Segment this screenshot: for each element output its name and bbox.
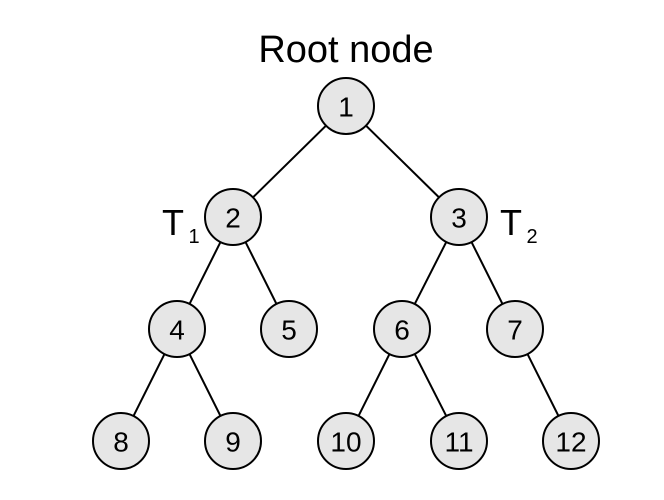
subtree-label-t1-index: 1 (188, 226, 199, 248)
node-label-11: 11 (444, 427, 473, 458)
root-node-title: Root node (258, 29, 433, 71)
node-circle-8 (92, 412, 150, 470)
edge-7-12 (526, 353, 560, 417)
node-circle-12 (542, 412, 600, 470)
node-label-12: 12 (555, 427, 586, 458)
subtree-label-t2-main: T (500, 202, 522, 243)
node-circle-4 (148, 300, 206, 358)
subtree-label-t1-main: T (162, 202, 184, 243)
node-circle-11 (430, 412, 488, 470)
edge-2-5 (244, 241, 278, 305)
subtree-label-t1: T 1 (162, 202, 200, 248)
tree-node-3: 3 (430, 188, 488, 246)
tree-node-1: 1 (317, 77, 375, 135)
edge-6-10 (357, 353, 391, 417)
node-label-3: 3 (451, 203, 467, 234)
node-circle-9 (204, 412, 262, 470)
edge-3-7 (470, 241, 504, 305)
tree-node-8: 8 (92, 412, 150, 470)
node-circle-2 (204, 188, 262, 246)
node-label-1: 1 (338, 92, 354, 123)
node-label-10: 10 (330, 427, 361, 458)
node-label-2: 2 (225, 203, 241, 234)
edge-4-9 (188, 353, 222, 417)
tree-edges (132, 124, 560, 417)
node-circle-6 (373, 300, 431, 358)
node-label-7: 7 (507, 315, 523, 346)
tree-node-11: 11 (430, 412, 488, 470)
node-label-5: 5 (281, 315, 297, 346)
node-circle-1 (317, 77, 375, 135)
node-label-8: 8 (113, 427, 129, 458)
node-label-4: 4 (169, 315, 185, 346)
edge-2-4 (188, 241, 222, 305)
edge-6-11 (413, 353, 448, 417)
node-label-6: 6 (394, 315, 410, 346)
tree-node-6: 6 (373, 300, 431, 358)
subtree-label-t2-index: 2 (526, 226, 537, 248)
tree-node-2: 2 (204, 188, 262, 246)
node-circle-3 (430, 188, 488, 246)
tree-node-12: 12 (542, 412, 600, 470)
node-circle-7 (486, 300, 544, 358)
node-circle-5 (260, 300, 318, 358)
edge-4-8 (132, 353, 166, 417)
subtree-label-t2: T 2 (500, 202, 538, 248)
tree-node-10: 10 (317, 412, 375, 470)
edge-1-3 (365, 124, 440, 199)
node-circle-10 (317, 412, 375, 470)
edge-3-6 (413, 241, 448, 305)
tree-node-5: 5 (260, 300, 318, 358)
tree-node-9: 9 (204, 412, 262, 470)
edge-1-2 (252, 124, 327, 199)
tree-node-7: 7 (486, 300, 544, 358)
tree-node-4: 4 (148, 300, 206, 358)
node-label-9: 9 (225, 427, 241, 458)
